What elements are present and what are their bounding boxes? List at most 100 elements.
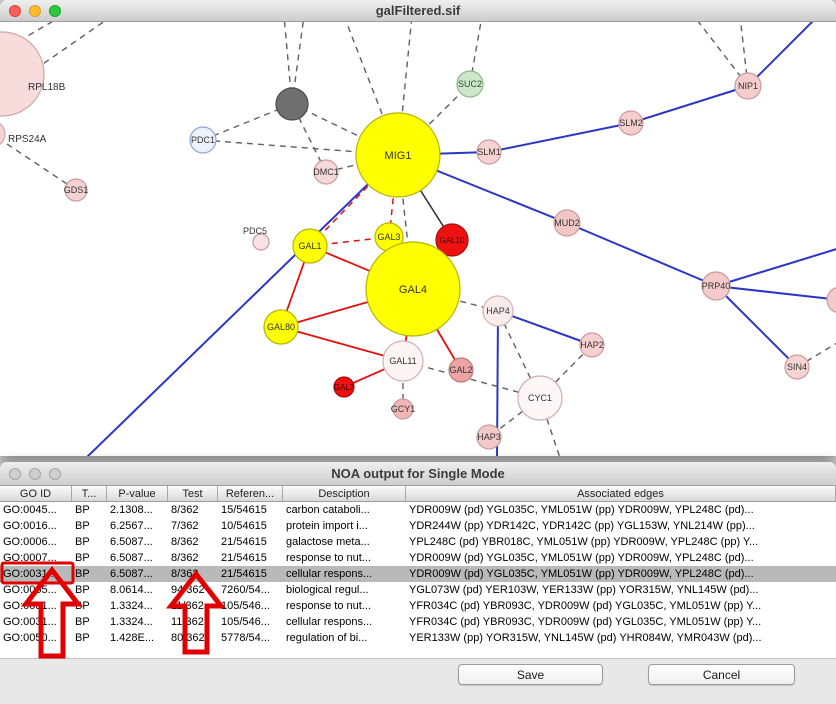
node-suc2[interactable]: [456, 70, 484, 98]
cancel-button[interactable]: Cancel: [648, 664, 795, 685]
network-edge[interactable]: [715, 285, 798, 368]
node-gal7[interactable]: [333, 376, 355, 398]
cell-type: BP: [75, 616, 90, 628]
network-edge[interactable]: [796, 340, 836, 368]
node-gal2[interactable]: [448, 357, 474, 383]
node-mud2[interactable]: [553, 209, 581, 237]
node-pdc5[interactable]: [252, 233, 270, 251]
network-edge[interactable]: [86, 154, 399, 456]
node-rps24a[interactable]: [0, 121, 6, 147]
close-button[interactable]: [9, 467, 21, 480]
node-label-sin4: SIN4: [787, 362, 807, 372]
node-hap2[interactable]: [579, 332, 605, 358]
node-label-hap2: HAP2: [580, 340, 604, 350]
node-label-slm2: SLM2: [619, 118, 643, 128]
column-header-edges[interactable]: Associated edges: [406, 486, 836, 501]
cell-reference: 7260/54...: [221, 584, 270, 596]
window-controls-inactive: [9, 462, 61, 485]
cell-edges: YFR034C (pd) YBR093C, YDR009W (pd) YGL03…: [409, 600, 762, 612]
node-label-gal2: GAL2: [449, 365, 472, 375]
node-gds1[interactable]: [64, 178, 88, 202]
network-edge[interactable]: [715, 248, 836, 287]
node-gray_node[interactable]: [275, 87, 309, 121]
node-cyc1[interactable]: [517, 375, 563, 421]
node-label-gal1: GAL1: [298, 241, 321, 251]
node-prp40[interactable]: [701, 271, 731, 301]
graph-window-titlebar[interactable]: galFiltered.sif: [0, 0, 836, 22]
column-header-type[interactable]: T...: [72, 486, 107, 501]
zoom-button[interactable]: [49, 4, 61, 17]
node-gal1[interactable]: [292, 228, 328, 264]
network-edge[interactable]: [291, 103, 399, 156]
minimize-button[interactable]: [29, 467, 41, 480]
close-button[interactable]: [9, 4, 21, 17]
node-gal11[interactable]: [382, 340, 424, 382]
cell-description: carbon cataboli...: [286, 504, 370, 516]
node-gal4[interactable]: [365, 241, 461, 337]
cell-goid: GO:0006...: [3, 536, 57, 548]
minimize-button[interactable]: [29, 4, 41, 17]
node-label-pdc1: PDC1: [191, 135, 215, 145]
column-header-description[interactable]: Desciption: [283, 486, 406, 501]
column-header-goid[interactable]: GO ID: [0, 486, 72, 501]
network-edge[interactable]: [694, 22, 749, 87]
network-edge[interactable]: [0, 134, 77, 191]
network-edge[interactable]: [39, 22, 112, 67]
node-hap3[interactable]: [476, 424, 502, 450]
node-label-suc2: SUC2: [458, 79, 482, 89]
node-gal80[interactable]: [263, 309, 299, 345]
network-edge[interactable]: [488, 122, 632, 153]
node-hap4[interactable]: [482, 295, 514, 327]
network-edge[interactable]: [566, 222, 717, 287]
node-nip1[interactable]: [734, 72, 762, 100]
node-gal10[interactable]: [435, 223, 469, 257]
cell-pvalue: 6.5087...: [110, 536, 153, 548]
cell-test: 80/362: [171, 632, 205, 644]
network-edge[interactable]: [402, 360, 541, 399]
node-sin4[interactable]: [784, 354, 810, 380]
node-label-gal4: GAL4: [399, 284, 427, 296]
zoom-button[interactable]: [49, 467, 61, 480]
save-button[interactable]: Save: [458, 664, 603, 685]
cell-goid: GO:0050...: [3, 632, 57, 644]
network-edge[interactable]: [747, 22, 814, 87]
network-edge[interactable]: [291, 103, 327, 173]
column-header-pvalue[interactable]: P-value: [107, 486, 168, 501]
node-rpl18b[interactable]: [0, 31, 45, 117]
node-pdc1[interactable]: [189, 126, 217, 154]
network-graph[interactable]: RPL18BRPS24AGDS1PDC1DMC1MIG1SUC2SLM1SLM2…: [0, 22, 836, 456]
network-edge[interactable]: [715, 285, 836, 301]
node-edge_right[interactable]: [826, 287, 836, 313]
network-edge[interactable]: [280, 326, 404, 362]
cell-type: BP: [75, 520, 90, 532]
node-slm2[interactable]: [618, 110, 644, 136]
node-slm1[interactable]: [476, 139, 502, 165]
network-edge[interactable]: [630, 85, 749, 124]
network-edge[interactable]: [497, 310, 593, 346]
node-dmc1[interactable]: [313, 159, 339, 185]
node-mig1[interactable]: [355, 112, 441, 198]
cell-edges: YGL073W (pd) YER103W, YER133W (pp) YOR31…: [409, 584, 759, 596]
node-label-gal80: GAL80: [267, 322, 295, 332]
cell-reference: 105/546...: [221, 616, 270, 628]
noa-window-titlebar[interactable]: NOA output for Single Mode: [0, 462, 836, 486]
cell-type: BP: [75, 504, 90, 516]
node-label-mud2: MUD2: [554, 218, 580, 228]
node-gcy1[interactable]: [392, 398, 414, 420]
cell-pvalue: 1.428E...: [110, 632, 155, 644]
column-header-test[interactable]: Test: [168, 486, 218, 501]
node-label-prp40: PRP40: [702, 281, 731, 291]
cell-type: BP: [75, 584, 90, 596]
column-header-reference[interactable]: Referen...: [218, 486, 283, 501]
